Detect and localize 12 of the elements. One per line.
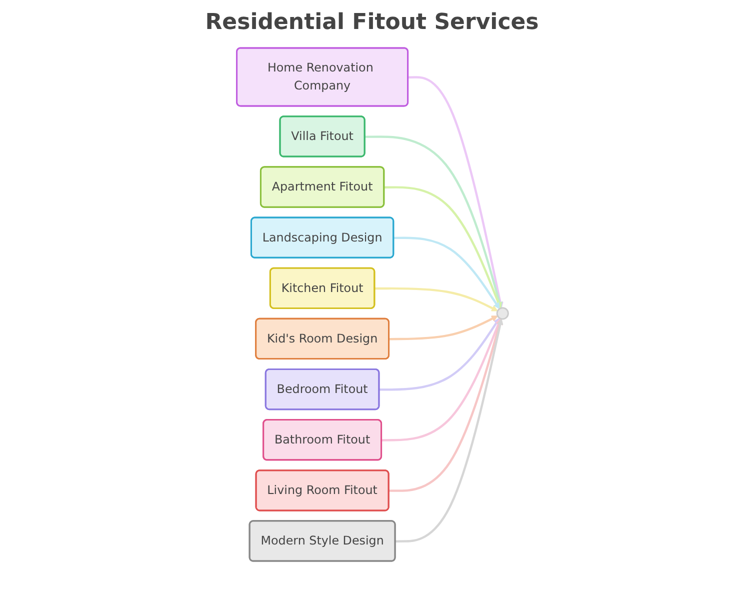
arrow <box>393 236 500 309</box>
arrow <box>381 318 501 441</box>
arrow <box>384 186 501 308</box>
arrow <box>394 318 503 542</box>
arrow <box>388 318 502 492</box>
arrow <box>374 286 498 311</box>
arrow <box>364 135 502 308</box>
arrow <box>378 317 500 390</box>
node-circle <box>496 306 508 320</box>
diagram-title: Residential Fitout Services <box>204 10 540 35</box>
arrow <box>408 76 503 308</box>
arrow <box>388 315 498 340</box>
